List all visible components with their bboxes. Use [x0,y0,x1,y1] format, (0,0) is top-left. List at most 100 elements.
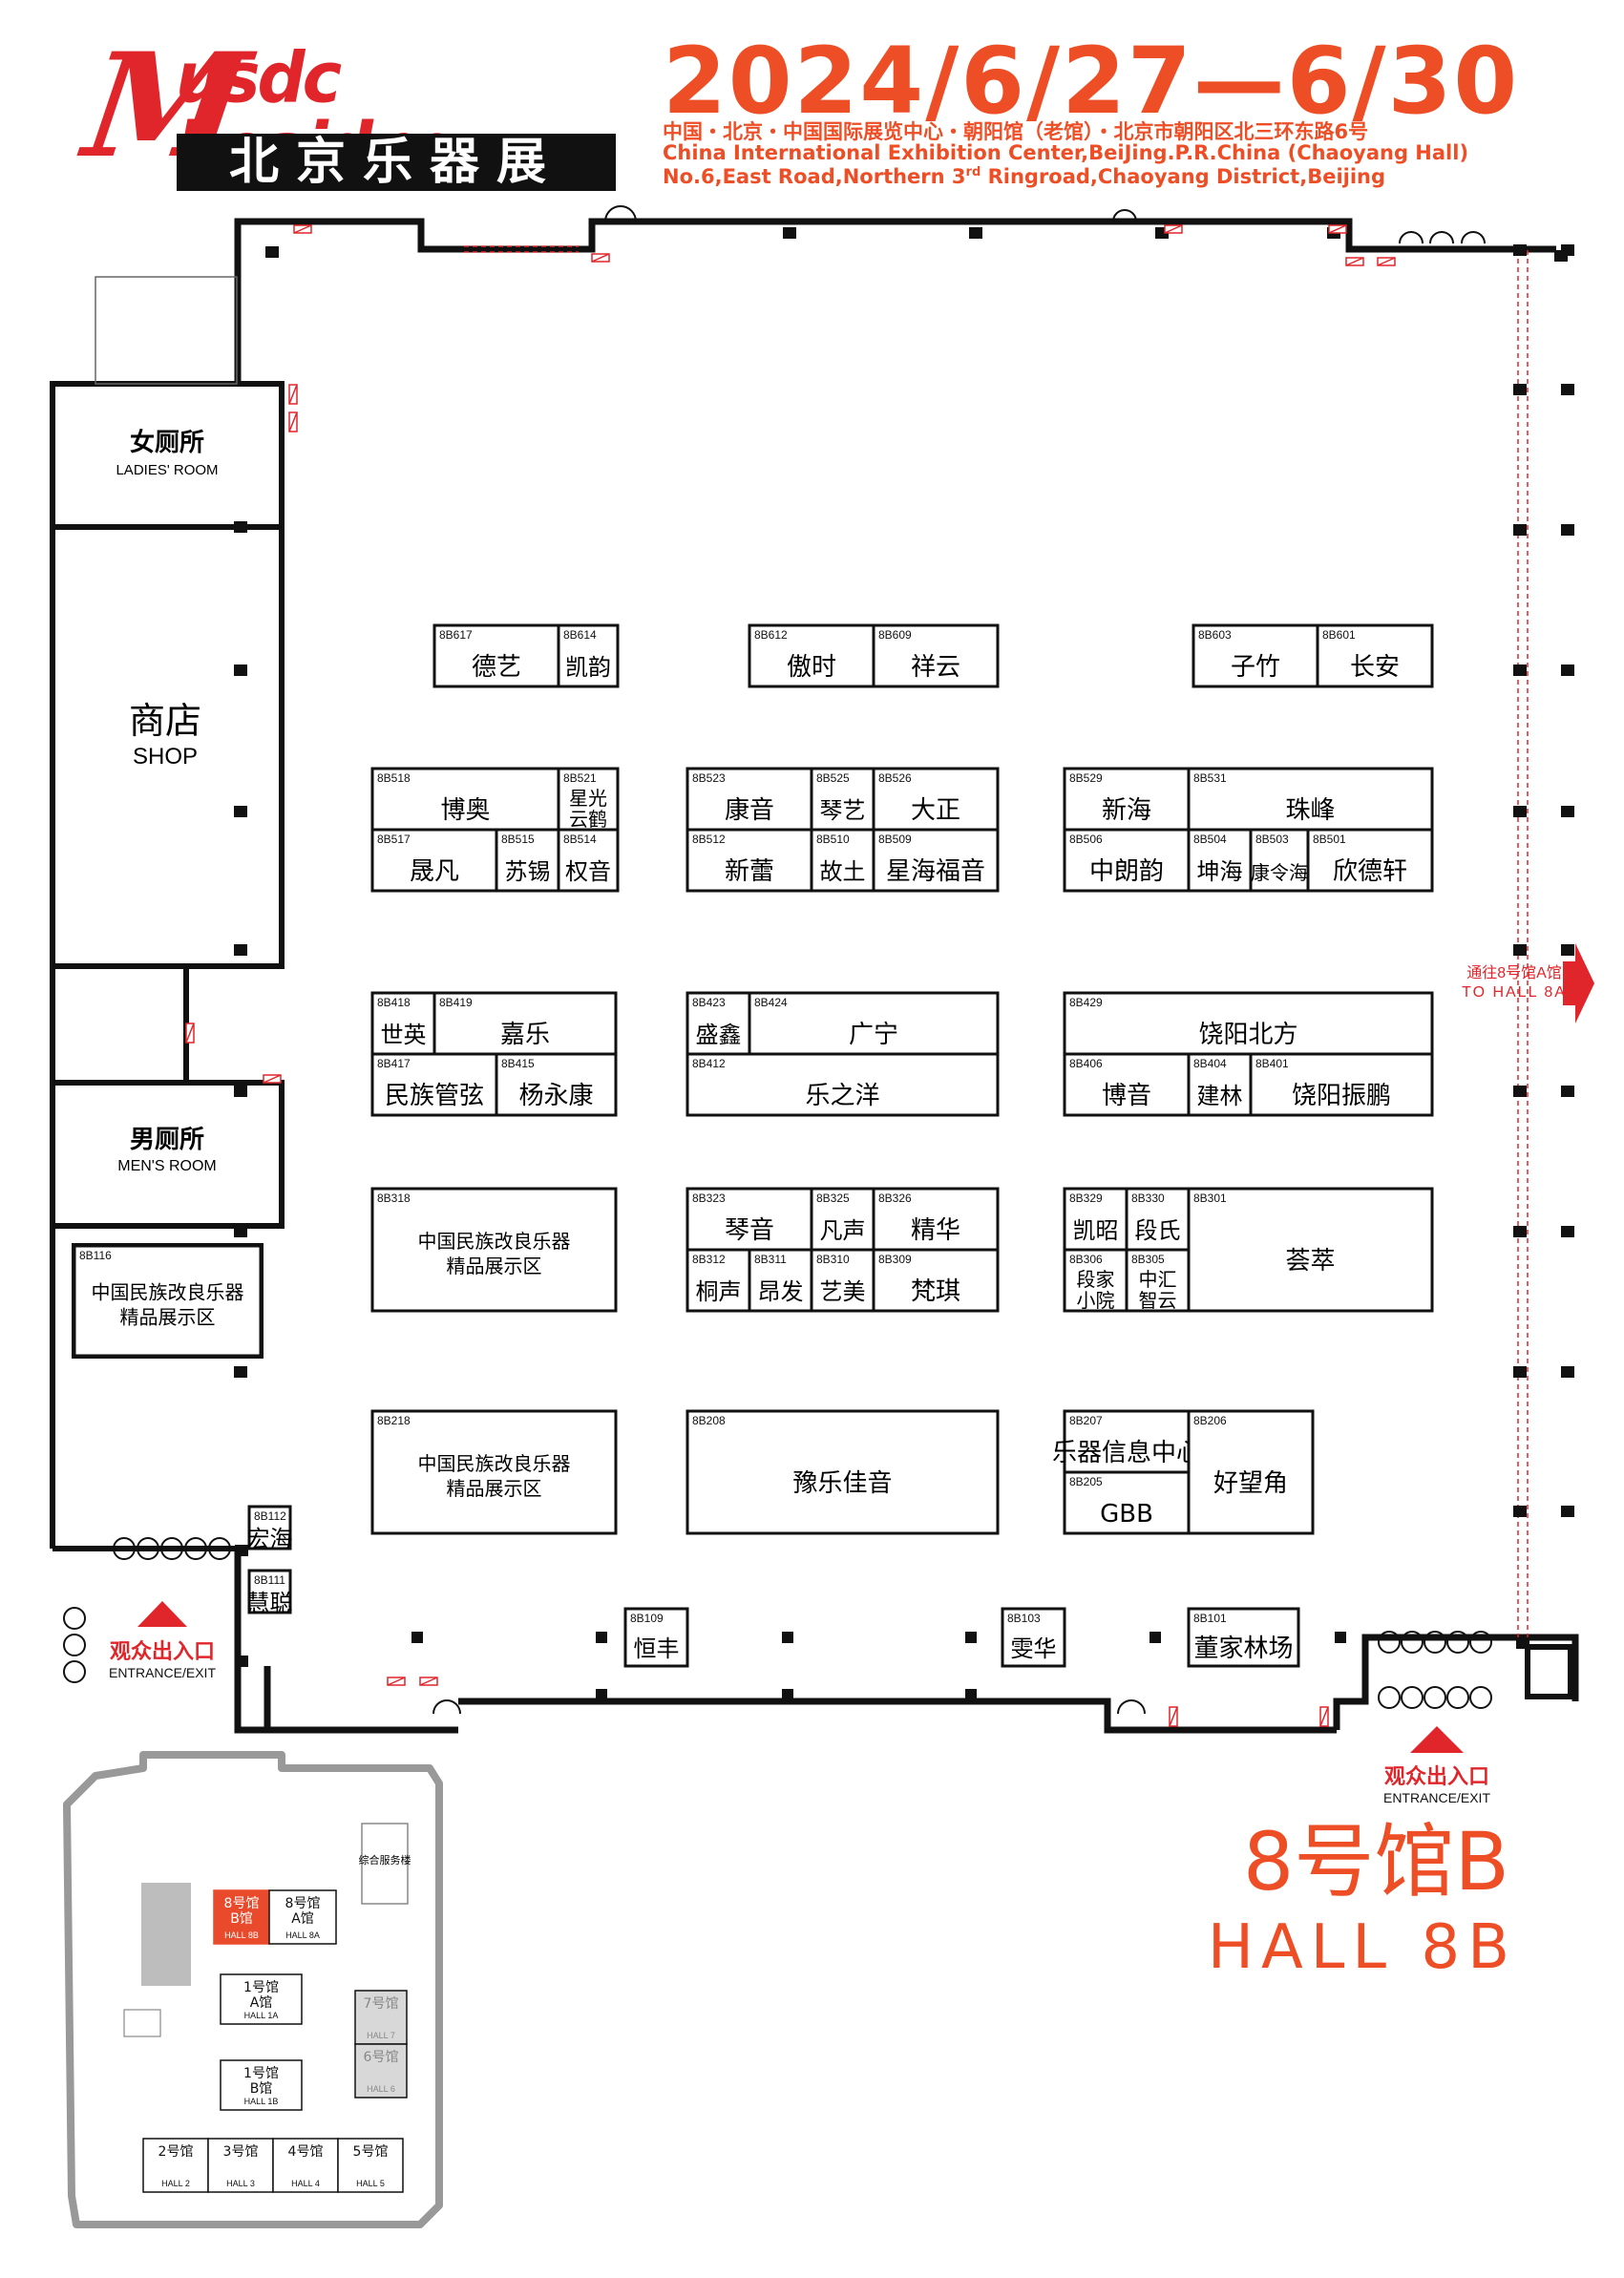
booth-outline [370,1409,618,1535]
booth-code: 8B401 [1255,1057,1289,1070]
minimap-hall-cn: B馆 [230,1911,253,1927]
site-boundary [63,1751,443,2228]
minimap-hall-cn: 1号馆 [243,2066,279,2081]
booth-name: 新海 [1102,796,1151,825]
booth-name-line2: 精品展示区 [120,1306,216,1329]
booth-name: 故土 [820,858,866,885]
booth-code: 8B601 [1322,628,1356,642]
booth-outline [872,623,1000,688]
booth-name: 民族管弦 [385,1082,484,1110]
booth-outline [872,828,1000,893]
exit-sign [419,1677,438,1686]
pillar [1513,244,1527,256]
site-block [141,1883,191,1986]
minimap-hall-en: HALL 1A [244,2011,279,2020]
door-swing [63,1607,86,1630]
shop-cn: 商店 [129,702,201,742]
exit-sign [591,253,610,263]
booth-name: 杨永康 [518,1082,593,1110]
exit-sign-slash [419,1677,438,1686]
booth-outline [1187,1409,1315,1535]
exit-sign [288,384,298,405]
door-swing [1399,231,1424,244]
booth-code: 8B512 [692,833,726,846]
booth-code: 8B111 [254,1573,285,1587]
booth-code: 8B112 [254,1509,286,1523]
booth-code: 8B404 [1193,1057,1227,1070]
minimap-small-box [123,2009,161,2037]
pillar [965,1632,977,1643]
booth-name: 长安 [1350,653,1400,682]
booth-outline [247,1505,292,1550]
booth-name: 精华 [911,1216,960,1245]
booth-code: 8B419 [439,996,473,1009]
pillar [1149,1632,1161,1643]
booth-outline [1249,1052,1434,1117]
pillar [234,664,247,676]
minimap-hall-cn: B馆 [250,2081,273,2097]
booth-code: 8B509 [878,833,912,846]
exit-signs [185,224,1396,1727]
booth-name: 权音 [565,858,611,885]
to-hall-en: TO HALL 8A [1462,984,1567,1001]
exit-sign [263,1074,282,1084]
hall-walls [234,218,1579,1734]
entrance-right-cn: 观众出入口 [1384,1764,1489,1788]
booth-code: 8B207 [1069,1414,1103,1427]
booth-code: 8B206 [1193,1414,1227,1427]
booth-code: 8B531 [1193,771,1227,785]
booth-name: 琴艺 [820,797,866,824]
entrance-right-en: ENTRANCE/EXIT [1383,1790,1490,1805]
booth-code: 8B323 [692,1192,726,1205]
address-en-2: No.6,East Road,Northern 3rd Ringroad,Cha… [663,165,1386,188]
minimap-hall-en: HALL 1B [244,2097,279,2106]
pillar [1513,1506,1527,1517]
pillar [235,1656,248,1667]
booth-name: 梵琪 [911,1277,960,1306]
exit-sign [1169,1706,1178,1727]
exit-sign-slash [591,253,610,263]
pillar [234,521,247,533]
booth-name: 星光 [569,787,607,810]
booth-code: 8B525 [816,771,850,785]
address-cn: 中国・北京・中国国际展览中心・朝阳馆（老馆）・北京市朝阳区北三环东路6号 [663,120,1369,143]
minimap-hall-cn: 8号馆 [224,1896,260,1911]
booth-code: 8B309 [878,1253,912,1266]
booth-8B525: 8B525 琴艺 [810,767,875,832]
pillar [1513,1086,1527,1097]
exit-sign-slash [1328,224,1347,234]
booth-outline [872,767,1000,832]
pillar [411,1632,423,1643]
exit-sign-slash [1345,257,1364,266]
minimap-hall-cn: 6号馆 [364,2050,399,2065]
booth-name: 艺美 [820,1278,866,1305]
booth-outline [872,1248,1000,1313]
booth-name: 中国民族改良乐器 [418,1452,571,1475]
booth-outline [1187,1607,1300,1668]
exit-sign-slash [1164,224,1183,234]
booth-outline [1063,767,1191,832]
minimap-hall-cn: 7号馆 [364,1996,399,2012]
booth-code: 8B418 [377,996,411,1009]
entrance-right: 观众出入口 ENTRANCE/EXIT [1383,1726,1490,1805]
booth-code: 8B526 [878,771,912,785]
door-swing [1378,1631,1401,1654]
exit-sign-slash [288,384,298,405]
